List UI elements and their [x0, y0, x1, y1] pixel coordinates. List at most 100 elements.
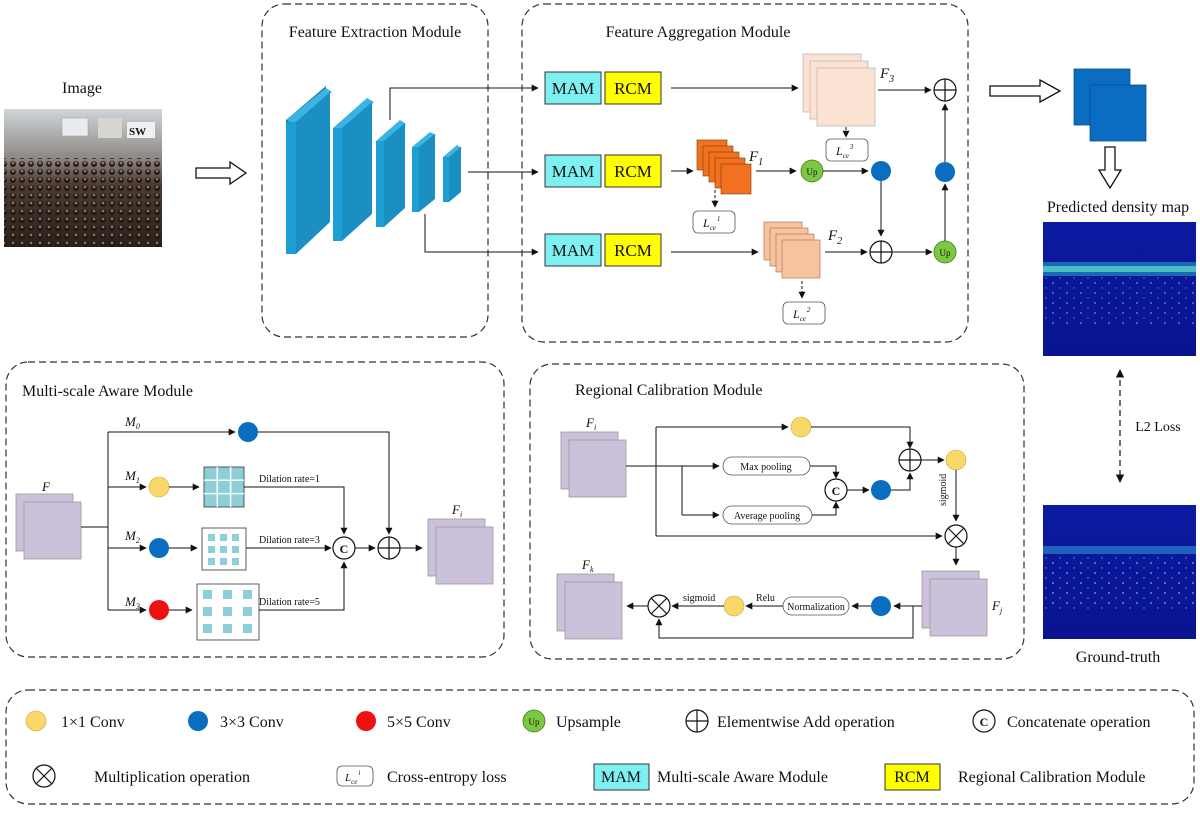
m0-label: M0 [124, 414, 140, 431]
f1-label: F1 [748, 149, 763, 168]
conv3-node-right [935, 162, 955, 182]
m1-label: M1 [124, 468, 140, 485]
rcm-input-label: Fi [585, 415, 596, 432]
legend-upsample: Up Upsample [522, 709, 621, 733]
normalization-label: Normalization [787, 602, 845, 613]
legend-conv3: 3×3 Conv [188, 711, 284, 731]
svg-text:Multiplication operation: Multiplication operation [94, 769, 250, 786]
upsample-node-1: Up [800, 159, 824, 183]
msam-input-map [15, 493, 82, 560]
msam-output-map [427, 518, 494, 585]
fam-to-output-arrow [989, 78, 1062, 104]
crowd-image: SW [4, 109, 162, 247]
m1-conv1-node [148, 476, 170, 498]
conv3-node-mid [871, 161, 891, 181]
rcm-add-node [898, 448, 922, 472]
f3-feature-stack [802, 53, 876, 127]
rcm-conv1-node-right [945, 449, 967, 471]
fam-border [521, 3, 969, 343]
msam-concat-node: C [332, 536, 356, 560]
crowd-image-sign: SW [129, 126, 146, 138]
rcm-conv3-node [871, 480, 891, 500]
msam-output-label: Fi [451, 502, 462, 519]
f3-label: F3 [879, 66, 894, 85]
rcm-conv1-node-bottom [723, 595, 745, 617]
rcm-sigmoid-label: sigmoid [683, 593, 715, 604]
legend-conv1-icon [25, 710, 47, 732]
encoder-block-1 [286, 86, 332, 254]
m3-label: M3 [124, 594, 140, 611]
dilation-1-label: Dilation rate=1 [259, 474, 320, 485]
predicted-density-map [1043, 222, 1196, 356]
svg-text:1×1 Conv: 1×1 Conv [61, 714, 125, 731]
fam-title: Feature Aggregation Module [606, 24, 791, 41]
maxpool-to-concat-arrow [810, 465, 840, 479]
svg-text:C: C [832, 484, 841, 498]
encoder-to-fam-connections [389, 84, 539, 256]
svg-text:Multi-scale Aware Module: Multi-scale Aware Module [657, 769, 828, 786]
legend-concat: C Concatenate operation [972, 709, 1151, 733]
add-node-mid [869, 240, 893, 264]
svg-text:C: C [340, 542, 349, 556]
legend-mult: Multiplication operation [32, 764, 250, 788]
m0-to-add-arrow [258, 431, 393, 535]
f2-feature-stack [763, 221, 821, 279]
m2-label: M2 [124, 528, 140, 545]
mam-box-1 [544, 71, 602, 105]
rcm-label-1: RCM [614, 79, 652, 98]
add-node-top [933, 78, 957, 102]
fem-title: Feature Extraction Module [289, 24, 461, 41]
legend-border [5, 689, 1195, 805]
rcm-border [529, 363, 1025, 660]
encoder-block-3 [376, 120, 406, 227]
legend-mam-icon [593, 763, 650, 791]
svg-text:3×3 Conv: 3×3 Conv [220, 714, 284, 731]
mam-box-2 [544, 154, 602, 188]
image-to-fem-arrow [195, 160, 248, 186]
rcm-mult-node-1 [944, 524, 968, 548]
msam-border [5, 361, 505, 658]
output-feature-maps [1073, 68, 1147, 142]
encoder-block-5 [443, 145, 462, 202]
rcm-mult-node-2 [647, 594, 671, 618]
m3-conv5-node [149, 600, 169, 620]
legend: 1×1 Conv 3×3 Conv 5×5 Conv Up Upsample E… [5, 689, 1195, 805]
msam-title: Multi-scale Aware Module [22, 383, 193, 400]
legend-rcm: RCM Regional Calibration Module [884, 763, 1146, 791]
svg-text:Regional Calibration Module: Regional Calibration Module [958, 769, 1146, 786]
svg-text:C: C [980, 715, 989, 729]
svg-text:Lce1: Lce1 [702, 215, 720, 232]
conv1-to-add-arrow [811, 426, 914, 449]
rcm-label-3: RCM [614, 241, 652, 260]
conv3-to-add-arrow [891, 472, 914, 491]
fem-border [261, 3, 489, 338]
kernel-dilation-1 [203, 466, 245, 508]
legend-conv5-icon [356, 711, 376, 731]
legend-conv3-icon [188, 711, 208, 731]
svg-text:Upsample: Upsample [556, 714, 621, 731]
ground-truth-label: Ground-truth [1076, 649, 1160, 666]
svg-text:Lce3: Lce3 [835, 143, 854, 160]
feature-aggregation-module: Feature Aggregation Module MAM RCM MAM R… [521, 3, 969, 343]
max-pooling-label: Max pooling [740, 462, 791, 473]
dilation-5-label: Dilation rate=5 [259, 597, 320, 608]
image-label: Image [62, 80, 102, 97]
m0-conv3-node [238, 422, 258, 442]
fj-bypass-arrow [655, 606, 914, 639]
mam-label-2: MAM [552, 162, 595, 181]
msam-input-label: F [41, 479, 51, 494]
svg-text:Up: Up [807, 167, 818, 177]
encoder-block-2 [333, 98, 374, 241]
svg-text:Lce2: Lce2 [792, 306, 811, 323]
mam-label-1: MAM [552, 79, 595, 98]
predicted-density-label: Predicted density map [1047, 199, 1189, 216]
rcm-conv3-node-bottom [871, 596, 891, 616]
msam-add-node [377, 536, 401, 560]
svg-text:Up: Up [940, 248, 951, 258]
input-image-group: Image SW [4, 80, 248, 247]
m2-conv3-node [149, 538, 169, 558]
rcm-fj-map [921, 570, 988, 637]
mam-rcm-row-1: MAM RCM [544, 71, 662, 105]
k5-to-concat-arrow [259, 561, 348, 611]
